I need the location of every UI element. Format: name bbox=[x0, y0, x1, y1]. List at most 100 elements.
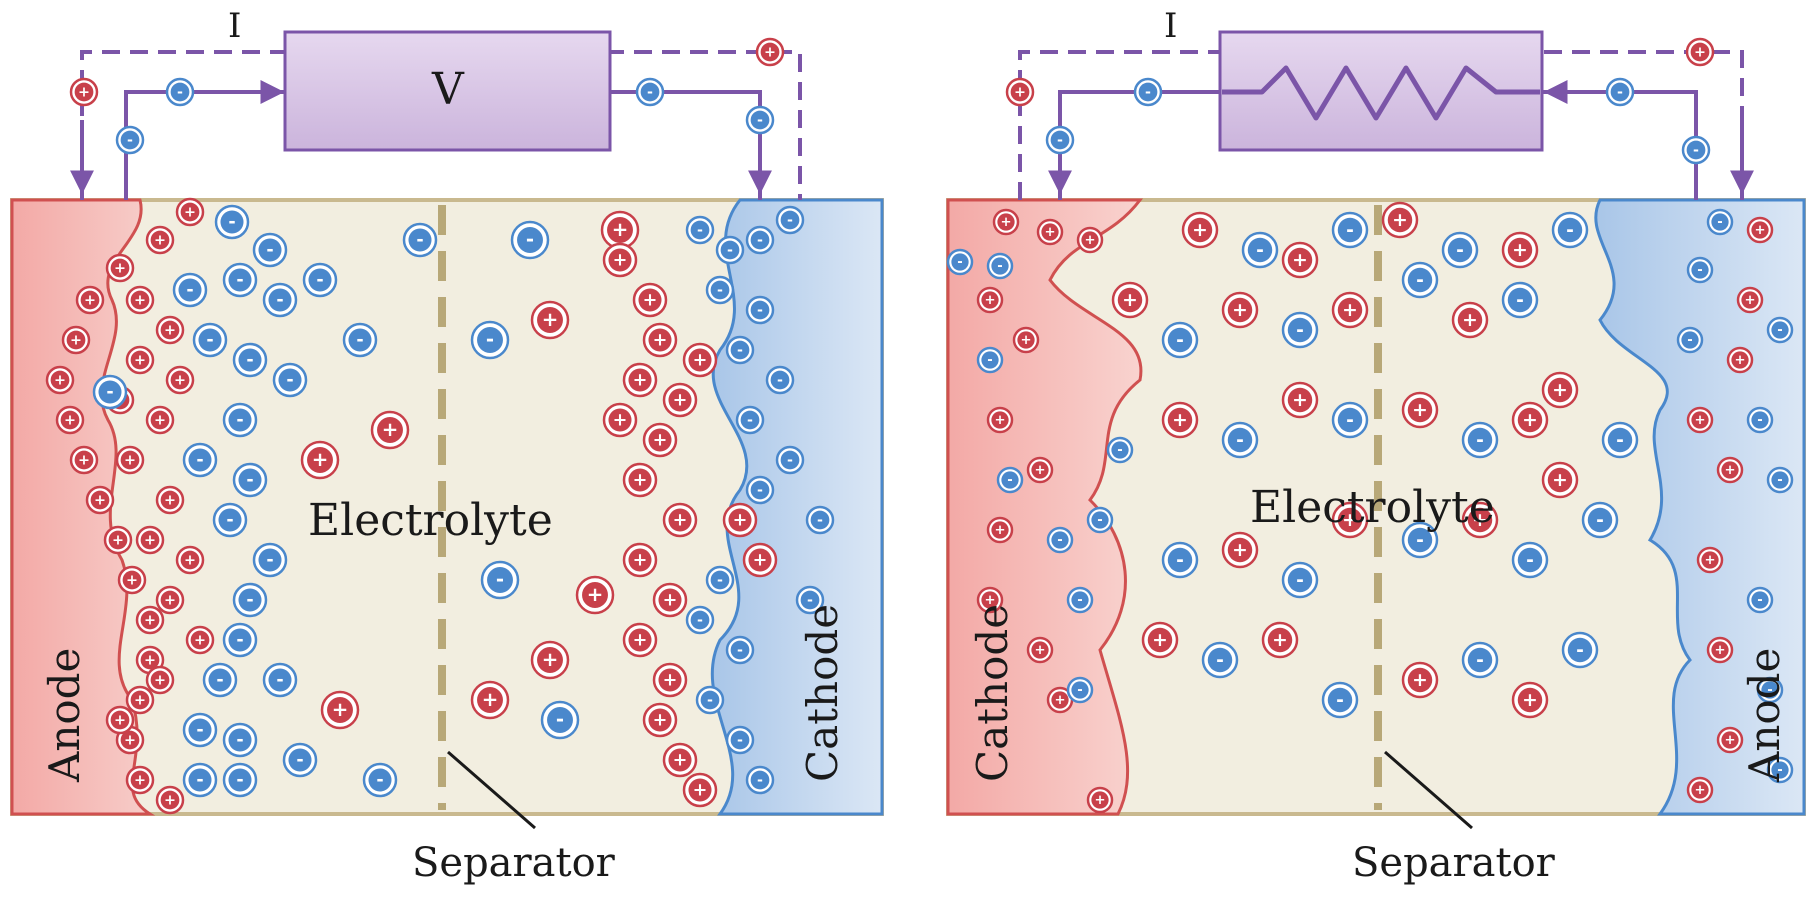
positive-ion-icon: + bbox=[602, 402, 638, 438]
svg-text:-: - bbox=[1616, 430, 1624, 451]
svg-text:+: + bbox=[994, 523, 1005, 538]
positive-ion-icon: + bbox=[1026, 456, 1054, 484]
positive-ion-icon: + bbox=[125, 685, 155, 715]
positive-ion-icon: + bbox=[1726, 346, 1754, 374]
negative-ion-icon: - bbox=[302, 262, 338, 298]
svg-text:+: + bbox=[1000, 215, 1011, 230]
svg-text:+: + bbox=[633, 470, 648, 490]
hole-icon: + bbox=[1005, 77, 1035, 107]
positive-ion-icon: + bbox=[155, 485, 185, 515]
svg-text:-: - bbox=[1336, 690, 1344, 711]
negative-ion-icon: - bbox=[362, 762, 398, 798]
positive-ion-icon: + bbox=[1511, 681, 1549, 719]
svg-text:-: - bbox=[236, 410, 243, 430]
svg-text:-: - bbox=[296, 750, 303, 770]
svg-text:+: + bbox=[1152, 630, 1168, 651]
svg-text:-: - bbox=[416, 230, 423, 250]
positive-ion-icon: + bbox=[175, 545, 205, 575]
svg-text:-: - bbox=[236, 270, 243, 290]
svg-text:-: - bbox=[1757, 413, 1762, 428]
hole-icon: + bbox=[755, 37, 785, 67]
svg-text:+: + bbox=[1724, 463, 1735, 478]
negative-ion-icon: - bbox=[182, 712, 218, 748]
svg-text:+: + bbox=[114, 260, 126, 276]
negative-ion-icon: - bbox=[745, 475, 775, 505]
svg-text:+: + bbox=[382, 418, 399, 441]
negative-ion-icon: - bbox=[232, 582, 268, 618]
negative-ion-icon: - bbox=[685, 215, 715, 245]
positive-ion-icon: + bbox=[1706, 636, 1734, 664]
svg-text:+: + bbox=[134, 292, 146, 308]
positive-ion-icon: + bbox=[125, 285, 155, 315]
positive-ion-icon: + bbox=[662, 742, 698, 778]
negative-ion-icon: - bbox=[480, 560, 520, 600]
positive-ion-icon: + bbox=[1221, 531, 1259, 569]
positive-ion-icon: + bbox=[632, 282, 668, 318]
negative-ion-icon: - bbox=[685, 605, 715, 635]
positive-ion-icon: + bbox=[662, 502, 698, 538]
negative-ion-icon: - bbox=[775, 445, 805, 475]
electron-icon: - bbox=[1045, 125, 1075, 155]
svg-text:+: + bbox=[174, 372, 186, 388]
hole-icon: + bbox=[1685, 37, 1715, 67]
positive-ion-icon: + bbox=[1716, 456, 1744, 484]
svg-text:+: + bbox=[1392, 210, 1408, 231]
negative-ion-icon: - bbox=[996, 466, 1024, 494]
svg-text:-: - bbox=[1693, 142, 1699, 158]
negative-ion-icon: - bbox=[222, 262, 258, 298]
svg-text:-: - bbox=[1566, 220, 1574, 241]
positive-ion-icon: + bbox=[1501, 231, 1539, 269]
positive-ion-icon: + bbox=[165, 365, 195, 395]
positive-ion-icon: + bbox=[117, 565, 147, 595]
svg-text:+: + bbox=[482, 688, 499, 711]
positive-ion-icon: + bbox=[155, 585, 185, 615]
positive-ion-icon: + bbox=[682, 342, 718, 378]
positive-ion-icon: + bbox=[1181, 211, 1219, 249]
positive-ion-icon: + bbox=[320, 690, 360, 730]
negative-ion-icon: - bbox=[1756, 676, 1784, 704]
negative-ion-icon: - bbox=[1401, 261, 1439, 299]
positive-ion-icon: + bbox=[175, 197, 205, 227]
positive-ion-icon: + bbox=[1541, 371, 1579, 409]
svg-text:-: - bbox=[206, 330, 213, 350]
svg-text:-: - bbox=[376, 770, 383, 790]
svg-text:+: + bbox=[1272, 630, 1288, 651]
negative-ion-icon: - bbox=[1066, 676, 1094, 704]
positive-ion-icon: + bbox=[976, 286, 1004, 314]
negative-ion-icon: - bbox=[222, 722, 258, 758]
positive-ion-icon: + bbox=[145, 405, 175, 435]
svg-text:+: + bbox=[663, 590, 678, 610]
negative-ion-icon: - bbox=[1766, 756, 1794, 784]
svg-text:-: - bbox=[276, 670, 283, 690]
svg-text:+: + bbox=[154, 232, 166, 248]
left-cathode-electrode bbox=[710, 198, 884, 816]
negative-ion-icon: - bbox=[222, 762, 258, 798]
positive-ion-icon: + bbox=[1012, 326, 1040, 354]
svg-text:-: - bbox=[697, 222, 703, 238]
positive-ion-icon: + bbox=[600, 210, 640, 250]
svg-text:+: + bbox=[154, 672, 166, 688]
svg-text:+: + bbox=[144, 612, 156, 628]
positive-ion-icon: + bbox=[530, 640, 570, 680]
positive-ion-icon: + bbox=[1461, 501, 1499, 539]
svg-text:+: + bbox=[164, 492, 176, 508]
left-separator-pointer bbox=[447, 750, 536, 830]
svg-text:-: - bbox=[717, 572, 723, 588]
electron-icon: - bbox=[115, 125, 145, 155]
positive-ion-icon: + bbox=[622, 362, 658, 398]
svg-text:+: + bbox=[733, 510, 748, 530]
svg-text:-: - bbox=[747, 412, 753, 428]
negative-ion-icon: - bbox=[282, 742, 318, 778]
positive-ion-icon: + bbox=[530, 300, 570, 340]
positive-ion-icon: + bbox=[986, 406, 1014, 434]
positive-ion-icon: + bbox=[1281, 381, 1319, 419]
svg-text:-: - bbox=[1145, 84, 1151, 100]
svg-text:+: + bbox=[1034, 463, 1045, 478]
negative-ion-icon: - bbox=[1676, 326, 1704, 354]
negative-ion-icon: - bbox=[1746, 406, 1774, 434]
svg-text:-: - bbox=[236, 730, 243, 750]
svg-text:+: + bbox=[1512, 240, 1528, 261]
negative-ion-icon: - bbox=[1706, 208, 1734, 236]
negative-ion-icon: - bbox=[1331, 401, 1369, 439]
svg-text:+: + bbox=[653, 710, 668, 730]
